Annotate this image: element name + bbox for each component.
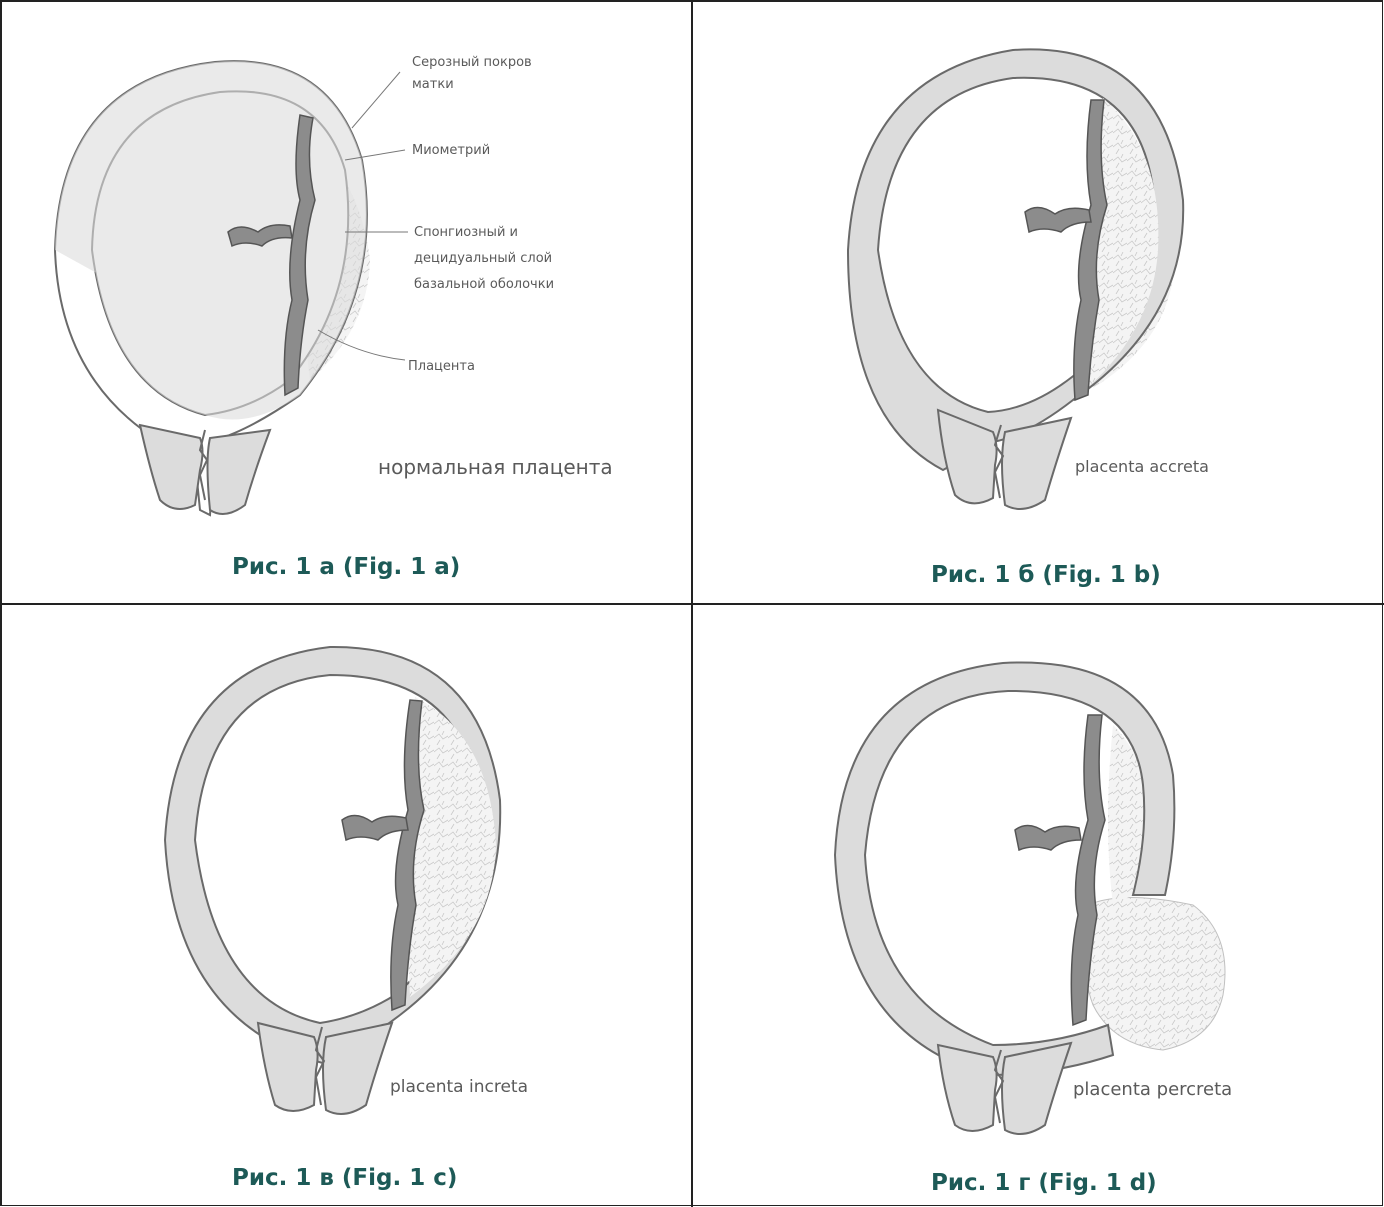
table-border	[0, 0, 1383, 1206]
figure-grid: Серозный покров матки Миометрий Спонгиоз…	[0, 0, 1384, 1207]
